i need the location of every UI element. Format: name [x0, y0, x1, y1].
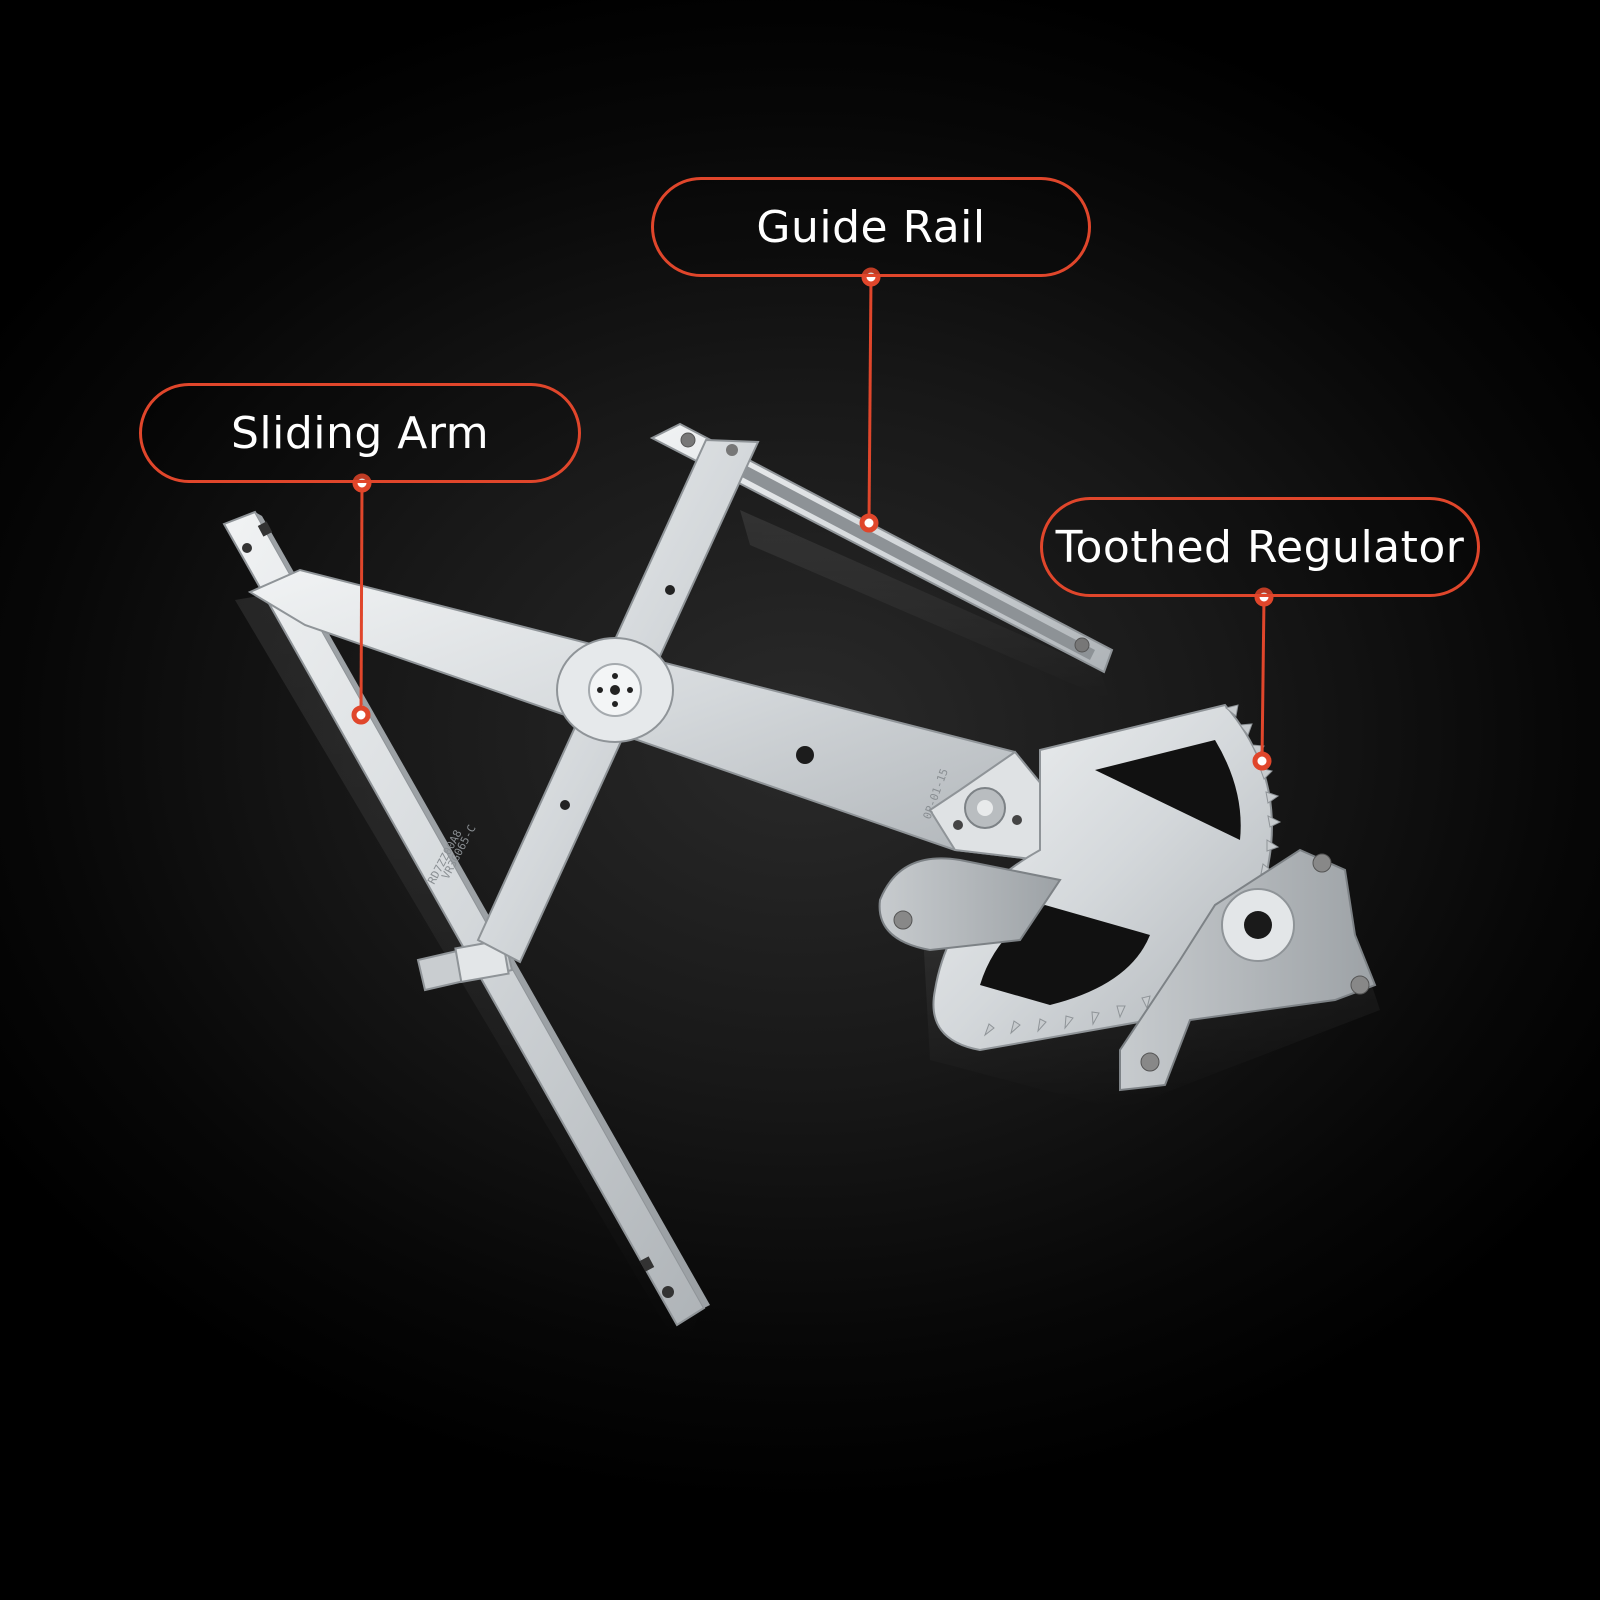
sliding-arm-callout: Sliding Arm	[139, 383, 581, 483]
toothed-regulator-dot-top	[1254, 587, 1274, 607]
sliding-arm-dot-top	[352, 473, 372, 493]
callout-dots	[351, 267, 1274, 771]
toothed-regulator-callout: Toothed Regulator	[1040, 497, 1480, 597]
guide-rail-dot-top	[861, 267, 881, 287]
guide-rail-bar	[649, 422, 1114, 674]
regulator-base-plate	[878, 857, 1062, 952]
center-pivot	[556, 637, 674, 743]
toothed-regulator-dot	[1252, 751, 1272, 771]
mounting-bracket	[1119, 848, 1377, 1092]
callout-leaders	[359, 276, 1266, 762]
sliding-arm-label: Sliding Arm	[230, 407, 490, 459]
guide-rail-dot	[859, 513, 879, 533]
sliding-arm-dot	[351, 705, 371, 725]
guide-rail-callout: Guide Rail	[651, 177, 1091, 277]
guide-rail-label: Guide Rail	[756, 201, 986, 253]
toothed-regulator-label: Toothed Regulator	[1055, 521, 1465, 573]
